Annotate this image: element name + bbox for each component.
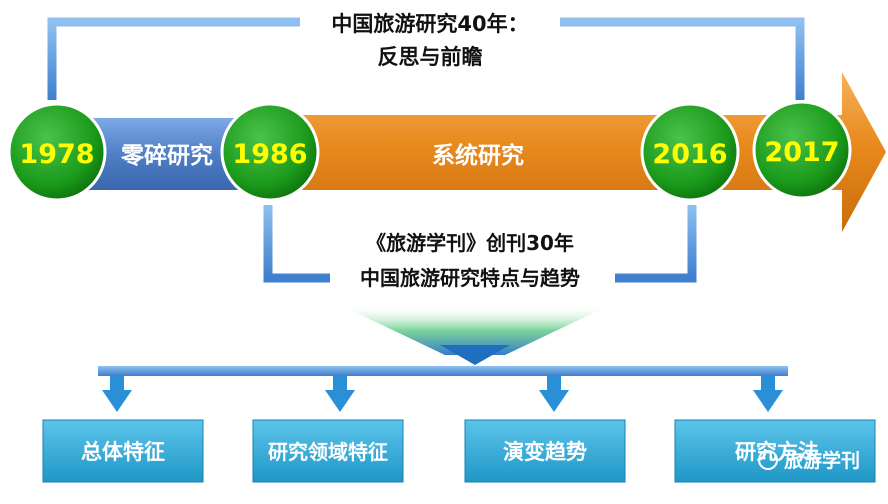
top-title-line1: 中国旅游研究40年： — [331, 12, 528, 36]
box-research-field: 研究领域特征 — [252, 419, 404, 483]
watermark-text: 旅游学刊 — [784, 449, 860, 472]
phase-arrow-systematic — [255, 72, 886, 232]
box-label-1: 总体特征 — [81, 440, 165, 464]
funnel-shape — [340, 305, 610, 355]
phase-label-fragmented: 零碎研究 — [120, 142, 213, 169]
box-label-2: 研究领域特征 — [268, 440, 388, 464]
distribution-bar — [98, 366, 788, 376]
down-arrow-1 — [102, 376, 132, 412]
year-circle-2017: 2017 — [752, 100, 852, 200]
top-title-line2: 反思与前瞻 — [378, 45, 483, 69]
funnel-tip — [440, 345, 510, 365]
year-circle-1986: 1986 — [220, 102, 320, 202]
watermark: 旅游学刊 — [758, 449, 860, 472]
year-label-2017: 2017 — [764, 137, 839, 168]
phase-label-systematic: 系统研究 — [432, 142, 524, 169]
wechat-icon — [758, 450, 778, 470]
middle-bracket-connector — [263, 205, 697, 283]
year-circle-1978: 1978 — [7, 102, 107, 202]
box-evolution-trend: 演变趋势 — [464, 419, 626, 483]
middle-title-line1: 《旅游学刊》创刊30年 — [366, 231, 574, 255]
year-label-1986: 1986 — [232, 139, 307, 170]
down-arrow-2 — [325, 376, 355, 412]
top-bracket-connector — [47, 17, 805, 100]
box-overall-features: 总体特征 — [42, 419, 204, 483]
year-label-2016: 2016 — [652, 139, 727, 170]
year-circle-2016: 2016 — [640, 102, 740, 202]
middle-title-line2: 中国旅游研究特点与趋势 — [360, 266, 580, 290]
down-arrow-4 — [753, 376, 783, 412]
down-arrow-3 — [539, 376, 569, 412]
box-label-3: 演变趋势 — [503, 440, 587, 464]
box-research-method: 研究方法 — [674, 419, 876, 483]
year-label-1978: 1978 — [19, 139, 94, 170]
